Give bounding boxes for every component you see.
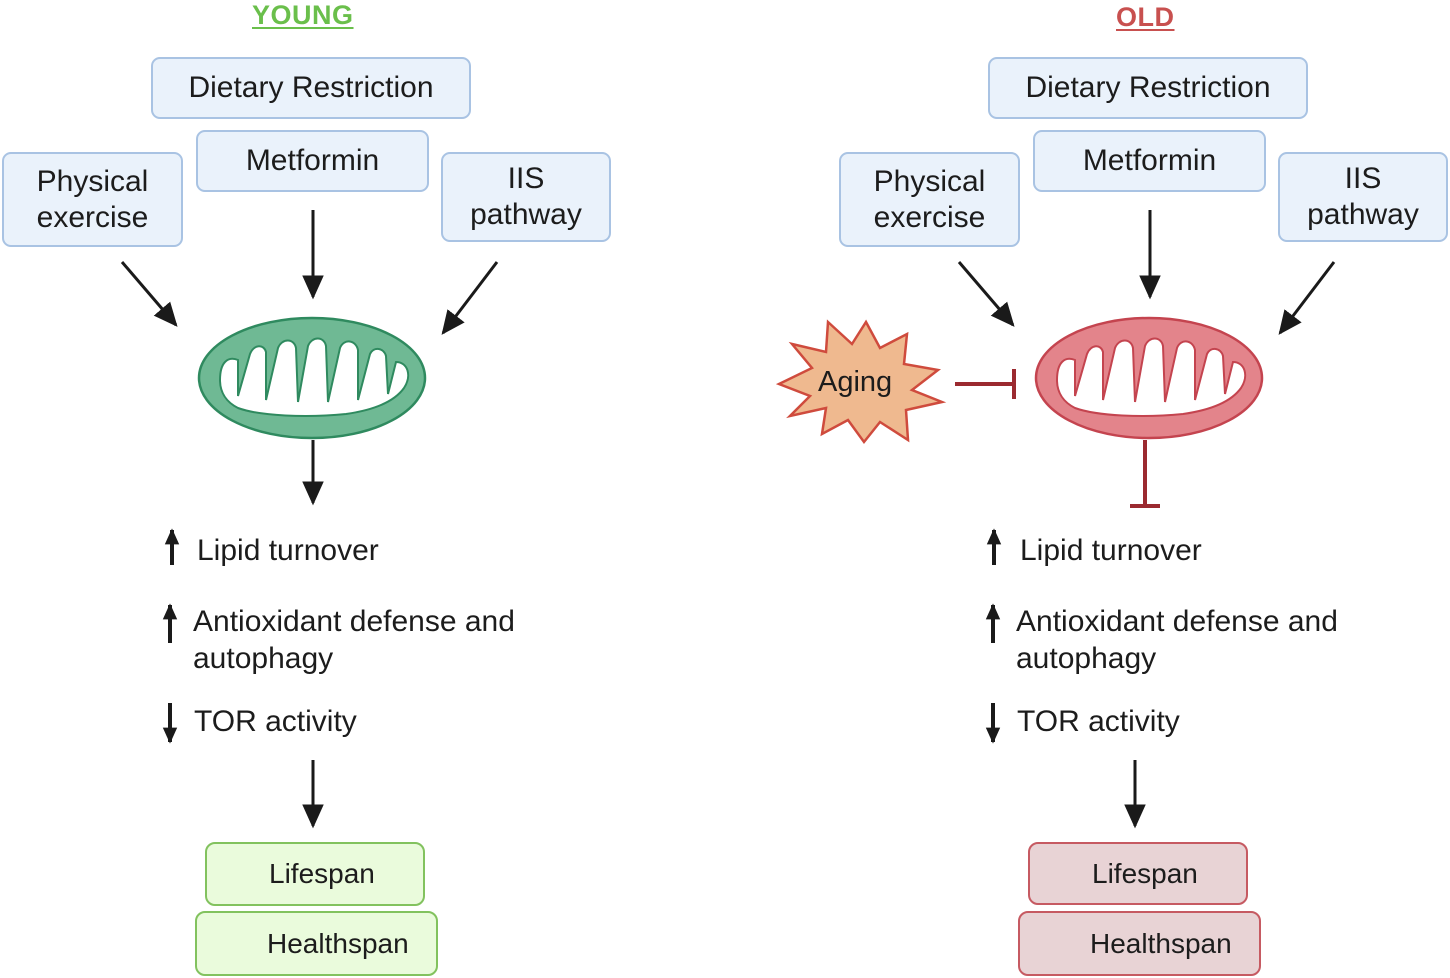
effect-lipid-turnover-old: Lipid turnover: [1020, 534, 1202, 567]
panel-title-old: OLD: [1116, 2, 1175, 32]
aging-label: Aging: [818, 366, 893, 398]
starburst-icon: [775, 319, 947, 445]
effect-tor-activity-old: TOR activity: [1017, 705, 1180, 738]
box-iis-pathway-old: IIS pathway: [1278, 152, 1448, 242]
outcome-lifespan-old: Lifespan: [1028, 842, 1248, 905]
arrow-iis-to-mito-young: [441, 261, 499, 335]
outcome-healthspan-label: Healthspan: [267, 927, 409, 959]
effect-lipid-turnover-young: Lipid turnover: [197, 534, 379, 567]
effect-antioxidant-old: Antioxidant defense and autophagy: [1016, 605, 1338, 675]
effect-antioxidant-young: Antioxidant defense and autophagy: [193, 605, 515, 675]
box-metformin-old: Metformin: [1033, 130, 1266, 192]
arrow-iis-to-mito-old: [1278, 261, 1336, 335]
mitochondrion-icon: [1034, 316, 1264, 440]
box-physical-exercise-old: Physical exercise: [839, 152, 1020, 247]
mitochondrion-icon: [197, 316, 427, 440]
outcome-lifespan-label: Lifespan: [1092, 857, 1198, 889]
box-physical-exercise-young: Physical exercise: [2, 152, 183, 247]
box-iis-pathway-young: IIS pathway: [441, 152, 611, 242]
arrow-exercise-to-mito-old: [957, 261, 1015, 327]
effect-tor-activity-young: TOR activity: [194, 705, 357, 738]
outcome-healthspan-old: Healthspan: [1018, 911, 1261, 976]
box-dietary-restriction-old: Dietary Restriction: [988, 57, 1308, 119]
outcome-healthspan-young: Healthspan: [195, 911, 438, 976]
outcome-lifespan-label: Lifespan: [269, 858, 375, 889]
outcome-lifespan-young: Lifespan: [205, 842, 425, 906]
panel-title-young: YOUNG: [252, 0, 354, 30]
box-dietary-restriction-young: Dietary Restriction: [151, 57, 471, 119]
arrow-exercise-to-mito-young: [120, 261, 178, 327]
outcome-healthspan-label: Healthspan: [1090, 927, 1232, 959]
box-metformin-young: Metformin: [196, 130, 429, 192]
